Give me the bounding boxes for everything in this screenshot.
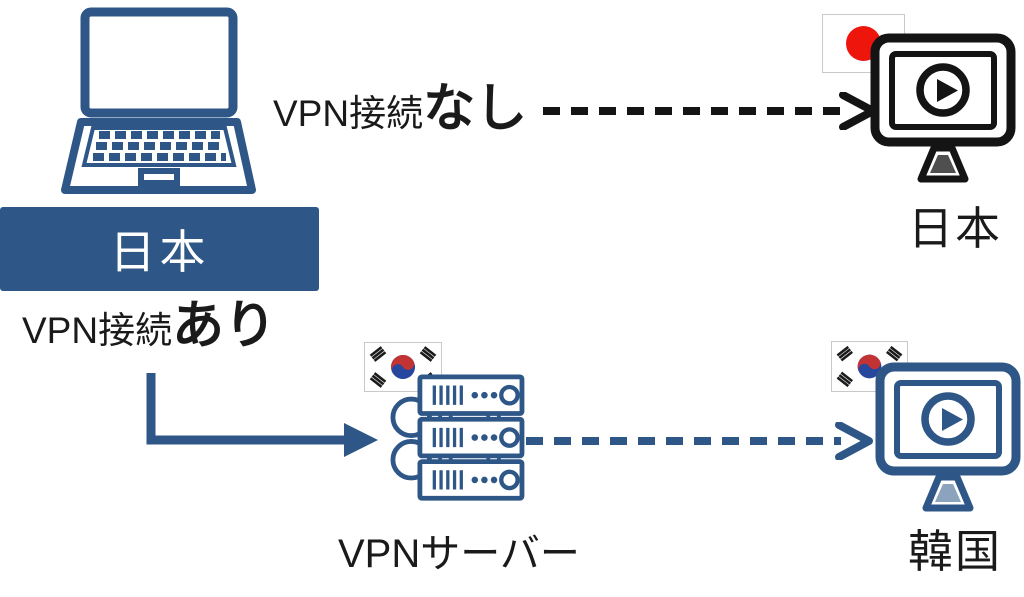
vpn-server-icon bbox=[390, 374, 525, 501]
vpn-server-text: VPNサーバー bbox=[338, 532, 580, 576]
no-vpn-label-emphasis: なし bbox=[423, 80, 528, 138]
japan-destination-label: 日本 bbox=[908, 192, 1002, 257]
laptop-icon bbox=[61, 7, 256, 194]
vpn-label: VPN接続あり bbox=[22, 300, 276, 352]
vpn-server-label: VPNサーバー bbox=[338, 521, 580, 579]
vpn-elbow-arrow bbox=[146, 373, 378, 457]
tv-play-icon-korea bbox=[875, 362, 1021, 512]
tv-play-icon-japan bbox=[870, 33, 1016, 183]
vpn-label-emphasis: あり bbox=[172, 297, 277, 355]
korea-flag-art bbox=[369, 346, 437, 388]
vpn-dashed-arrow bbox=[526, 422, 873, 460]
vpn-label-prefix: VPN接続 bbox=[22, 310, 173, 351]
korea-destination-text: 韓国 bbox=[908, 526, 1003, 577]
no-vpn-dashed-arrow bbox=[543, 92, 877, 130]
japan-destination-text: 日本 bbox=[908, 203, 1003, 254]
source-country-banner: 日本 bbox=[0, 207, 319, 291]
no-vpn-label-prefix: VPN接続 bbox=[273, 93, 424, 134]
korea-destination-label: 韓国 bbox=[908, 515, 1002, 580]
no-vpn-label: VPN接続なし bbox=[273, 83, 527, 135]
source-country-label: 日本 bbox=[109, 226, 210, 278]
